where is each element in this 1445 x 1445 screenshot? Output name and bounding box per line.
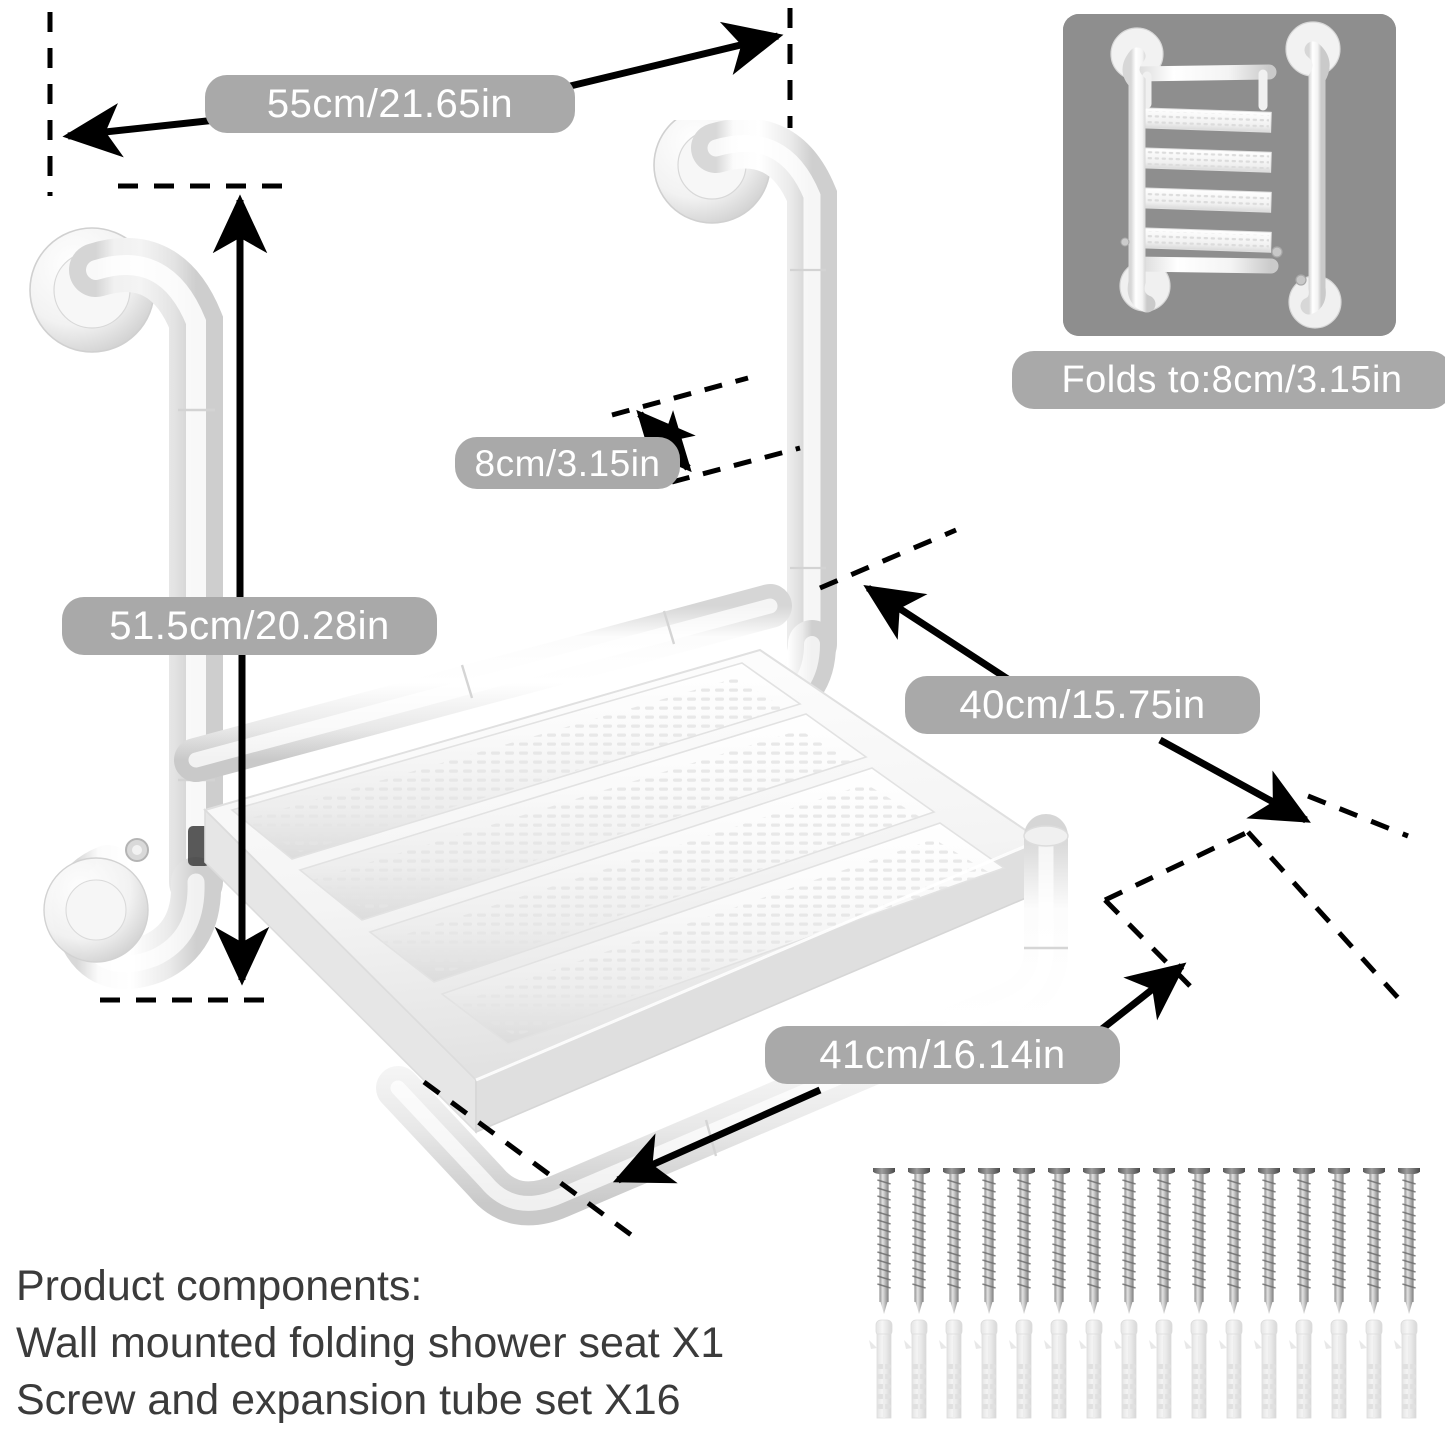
- product-components-block: Product components: Wall mounted folding…: [16, 1258, 886, 1430]
- dimension-badge-seat-depth: 40cm/15.75in: [905, 676, 1260, 734]
- dimension-badge-seat-width: 41cm/16.14in: [765, 1026, 1120, 1084]
- dimension-badge-width: 55cm/21.65in: [205, 75, 575, 133]
- dimension-badge-height: 51.5cm/20.28in: [62, 597, 437, 655]
- dim-55-extension-lines: [47, 8, 793, 196]
- seat-back-rail: [174, 584, 792, 782]
- dimension-badge-folded-depth: 8cm/3.15in: [455, 437, 680, 489]
- dim-8-extension-lines: [611, 375, 801, 485]
- components-line-1: Wall mounted folding shower seat X1: [16, 1319, 725, 1368]
- folded-product-thumbnail: [1063, 14, 1396, 336]
- dim-515-arrow: [212, 194, 270, 986]
- seat-plate: [203, 648, 1043, 1134]
- dim-41-extension-lines: [422, 1079, 640, 1243]
- product-photo-open-seat: [29, 120, 1069, 1226]
- right-grab-bar: [653, 120, 837, 730]
- components-line-2: Screw and expansion tube set X16: [16, 1376, 681, 1425]
- left-grab-bar: [29, 227, 223, 989]
- seat-front-support-bar: [376, 814, 1069, 1226]
- dim-55-arrow: [62, 21, 784, 158]
- dim-40-extension-lines: [819, 527, 1409, 1002]
- components-heading: Product components:: [16, 1262, 423, 1310]
- folded-seat-illustration: [1063, 14, 1396, 336]
- folds-to-badge: Folds to:8cm/3.15in: [1012, 351, 1445, 409]
- dim-515-extension-lines: [100, 183, 292, 1003]
